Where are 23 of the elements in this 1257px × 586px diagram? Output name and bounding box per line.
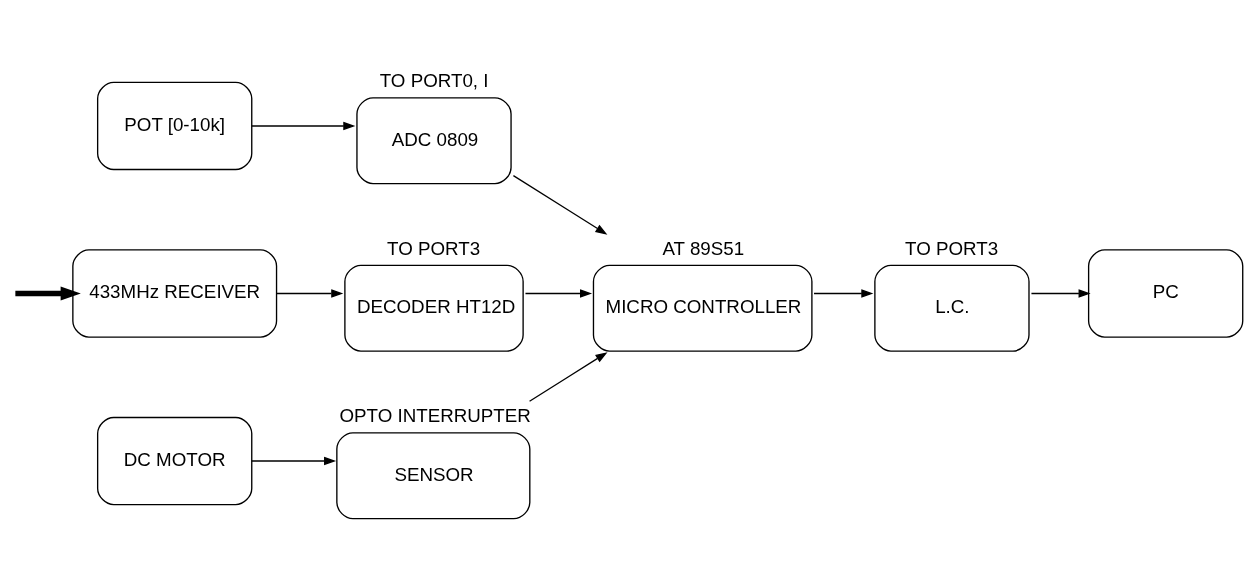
arrow: [524, 288, 593, 298]
node-box: DECODER HT12D: [344, 264, 524, 352]
node-box: L.C.: [874, 264, 1030, 352]
arrow: [813, 288, 874, 298]
node-box: 433MHz RECEIVER: [72, 248, 278, 338]
node-label: OPTO INTERRUPTER: [339, 404, 531, 426]
node-box: POT [0-10k]: [97, 81, 253, 170]
node-box: PC: [1087, 248, 1244, 338]
arrow: [276, 288, 344, 298]
node-label: TO PORT0, I: [379, 69, 489, 91]
arrow: [512, 174, 608, 235]
node-label: TO PORT3: [905, 237, 999, 259]
node-label: TO PORT3: [387, 237, 481, 259]
node-box: MICRO CONTROLLER: [592, 264, 813, 352]
arrow: [1030, 288, 1091, 298]
node-box: ADC 0809: [356, 96, 512, 184]
node-box: SENSOR: [336, 431, 531, 519]
node-label: AT 89S51: [662, 237, 745, 259]
arrow: [15, 285, 81, 301]
arrow: [528, 351, 608, 402]
node-box: DC MOTOR: [97, 416, 253, 505]
arrow: [251, 121, 356, 130]
arrow: [251, 456, 337, 465]
